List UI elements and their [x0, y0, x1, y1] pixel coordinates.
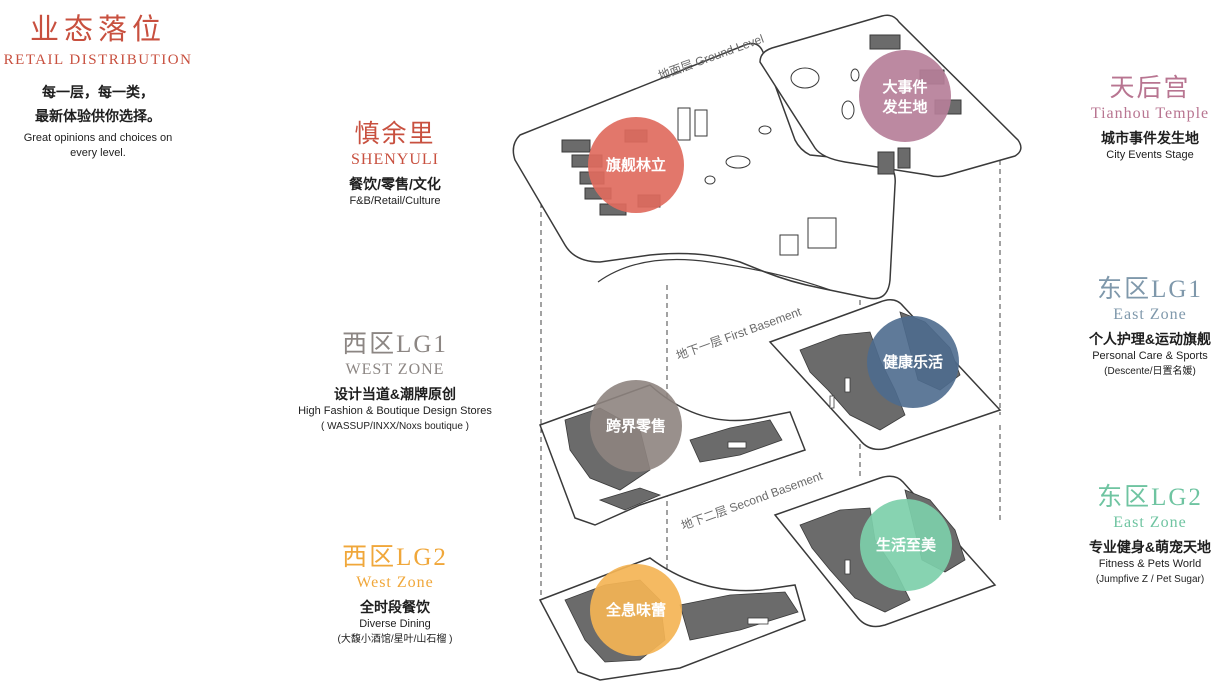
zone-west-lg2-subtitle: West Zone: [356, 574, 434, 591]
zone-west-lg1-desc-en: High Fashion & Boutique Design Stores: [298, 405, 492, 417]
zone-east-lg1: 东区LG1 East Zone 个人护理&运动旗舰 Personal Care …: [1060, 275, 1230, 380]
header: 业态落位 RETAIL DISTRIBUTION 每一层，每一类， 最新体验供你…: [0, 12, 196, 161]
zone-east-lg1-subtitle: East Zone: [1113, 306, 1187, 323]
second-basement-voids: [747, 559, 851, 625]
zone-tianhou: 天后宫 Tianhou Temple 城市事件发生地 City Events S…: [1060, 74, 1230, 163]
zone-tianhou-subtitle: Tianhou Temple: [1090, 105, 1210, 122]
tagline-line2: 最新体验供你选择。: [35, 108, 161, 124]
bubble-health-label: 健康乐活: [883, 353, 943, 371]
bubble-health: 健康乐活: [867, 316, 959, 408]
zone-shenyuli-subtitle: SHENYULI: [351, 151, 439, 168]
tagline-line1: 每一层，每一类，: [42, 84, 154, 100]
zone-west-lg1-title: 西区LG1: [342, 331, 448, 358]
first-basement-voids: [727, 377, 851, 449]
bubble-events-label-line2: 发生地: [881, 98, 927, 116]
page-subtitle: RETAIL DISTRIBUTION: [3, 52, 193, 68]
zone-shenyuli-desc: 餐饮/零售/文化: [349, 176, 441, 192]
bubble-flagship-label: 旗舰林立: [606, 156, 666, 174]
bubble-crossborder: 跨界零售: [590, 380, 682, 472]
zone-west-lg1: 西区LG1 WEST ZONE 设计当道&潮牌原创 High Fashion &…: [272, 330, 518, 435]
bubble-living-label: 生活至美: [876, 536, 937, 554]
zone-tianhou-desc: 城市事件发生地: [1101, 130, 1199, 146]
bubble-crossborder-label: 跨界零售: [606, 417, 666, 435]
zone-west-lg1-subtitle: WEST ZONE: [345, 361, 445, 378]
zone-west-lg1-desc: 设计当道&潮牌原创: [333, 386, 457, 402]
zone-shenyuli-title: 慎余里: [354, 121, 436, 148]
zone-tianhou-title: 天后宫: [1109, 75, 1191, 102]
zone-east-lg1-desc: 个人护理&运动旗舰: [1088, 331, 1212, 347]
tagline-en-line2: every level.: [70, 147, 126, 159]
zone-shenyuli: 慎余里 SHENYULI 餐饮/零售/文化 F&B/Retail/Culture: [300, 120, 490, 209]
bubble-allday-label: 全息味蕾: [605, 601, 666, 619]
bubble-events-label-line1: 大事件: [882, 78, 927, 96]
bubble-flagship: 旗舰林立: [588, 117, 684, 213]
zone-west-lg2-title: 西区LG2: [342, 544, 448, 571]
zone-west-lg2: 西区LG2 West Zone 全时段餐饮 Diverse Dining (大馥…: [300, 543, 490, 648]
zone-east-lg2: 东区LG2 East Zone 专业健身&萌宠天地 Fitness & Pets…: [1060, 483, 1230, 588]
bubble-events: 大事件 发生地: [859, 50, 951, 142]
zone-west-lg2-desc: 全时段餐饮: [360, 599, 430, 615]
page-title: 业态落位: [29, 14, 166, 46]
zone-east-lg2-subtitle: East Zone: [1113, 514, 1187, 531]
bubble-living: 生活至美: [860, 499, 952, 591]
zone-west-lg1-brands: ( WASSUP/INXX/Noxs boutique ): [320, 421, 469, 432]
zone-east-lg2-desc-en: Fitness & Pets World: [1098, 558, 1202, 570]
zone-west-lg2-desc-en: Diverse Dining: [359, 618, 431, 630]
zone-east-lg1-desc-en: Personal Care & Sports: [1092, 350, 1208, 362]
zone-east-lg2-brands: (Jumpfive Z / Pet Sugar): [1095, 574, 1205, 585]
bubble-allday: 全息味蕾: [590, 564, 682, 656]
zone-tianhou-desc-en: City Events Stage: [1106, 149, 1194, 161]
zone-west-lg2-brands: (大馥小酒馆/星叶/山石榴 ): [337, 634, 453, 645]
zone-east-lg2-desc: 专业健身&萌宠天地: [1088, 539, 1212, 555]
tagline-en-line1: Great opinions and choices on: [23, 132, 173, 144]
zone-east-lg1-brands: (Descente/日置名媛): [1104, 366, 1196, 377]
zone-east-lg1-title: 东区LG1: [1097, 276, 1203, 303]
zone-shenyuli-desc-en: F&B/Retail/Culture: [349, 195, 441, 207]
zone-east-lg2-title: 东区LG2: [1097, 484, 1203, 511]
ground-level-outlines: [677, 67, 860, 256]
